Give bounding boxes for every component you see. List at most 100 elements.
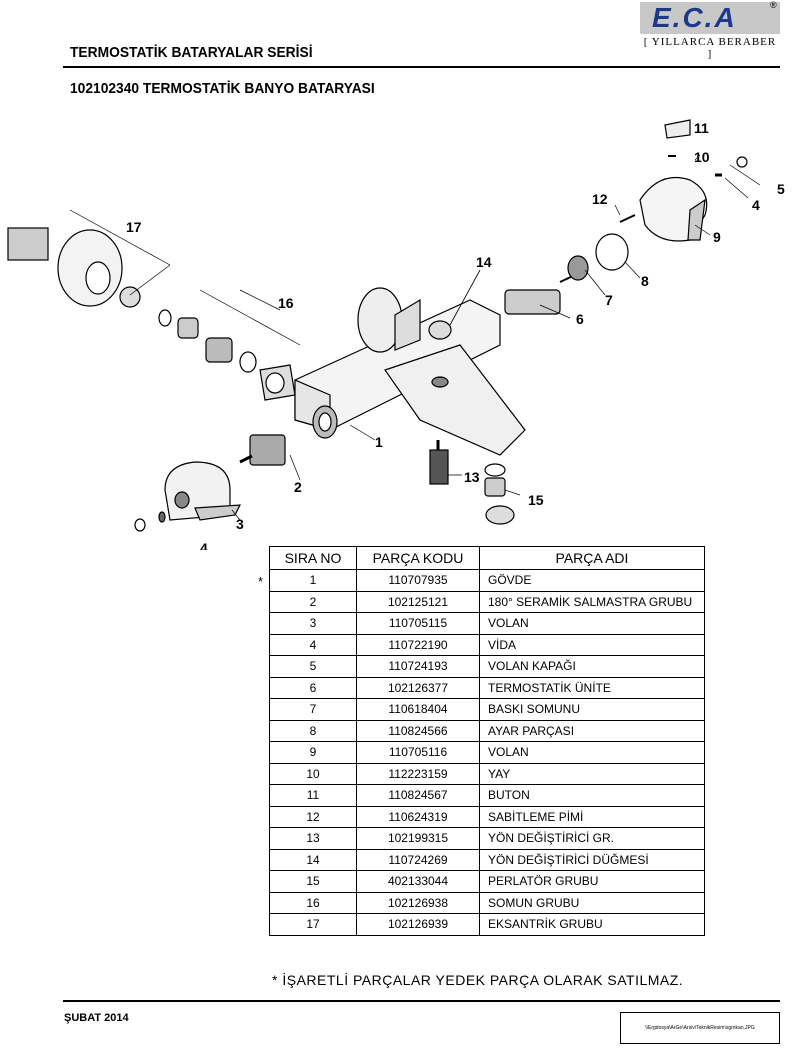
callout-5b: 5	[777, 181, 785, 197]
part-code: 110824567	[356, 784, 480, 807]
callout-15: 15	[528, 492, 544, 508]
part-code: 110624319	[356, 805, 480, 828]
part-name: 180° SERAMİK SALMASTRA GRUBU	[479, 590, 705, 613]
part-number: 11	[269, 784, 357, 807]
part-code: 110618404	[356, 698, 480, 721]
part-number: 13	[269, 827, 357, 850]
part-code: 110724193	[356, 655, 480, 678]
document-date: ŞUBAT 2014	[64, 1012, 129, 1024]
part-name: YAY	[479, 762, 705, 785]
part-name: BASKI SOMUNU	[479, 698, 705, 721]
part-number: 1	[269, 569, 357, 592]
callout-16: 16	[278, 295, 294, 311]
part-name: YÖN DEĞİŞTİRİCİ GR.	[479, 827, 705, 850]
part-name: BUTON	[479, 784, 705, 807]
part-number: 6	[269, 676, 357, 699]
logo-background	[640, 2, 780, 34]
part-name: TERMOSTATİK ÜNİTE	[479, 676, 705, 699]
part-number: 7	[269, 698, 357, 721]
part-number: 8	[269, 719, 357, 742]
callout-4a: 4	[200, 540, 208, 550]
part-code: 110722190	[356, 633, 480, 656]
brand-logo: E.C.A	[652, 2, 737, 33]
series-title: TERMOSTATİK BATARYALAR SERİSİ	[70, 44, 313, 61]
callout-4b: 4	[752, 197, 760, 213]
callout-8: 8	[641, 273, 649, 289]
file-path-box: \\Ergdosya\ArGe\Arsiv\TeknikResim\sgrnka…	[620, 1012, 780, 1044]
part-code: 110707935	[356, 569, 480, 592]
header-sira-no: SIRA NO	[269, 546, 357, 570]
part-number: 12	[269, 805, 357, 828]
table-header-row: SIRA NO PARÇA KODU PARÇA ADI	[269, 546, 705, 570]
callout-13: 13	[464, 469, 480, 485]
part-name: VOLAN	[479, 612, 705, 635]
part-code: 110705116	[356, 741, 480, 764]
callout-2: 2	[294, 479, 302, 495]
part-name: EKSANTRİK GRUBU	[479, 913, 705, 936]
product-title: 102102340 TERMOSTATİK BANYO BATARYASI	[70, 80, 375, 97]
header-divider	[63, 66, 780, 68]
callout-17: 17	[126, 219, 142, 235]
part-code: 110724269	[356, 848, 480, 871]
part-name: VİDA	[479, 633, 705, 656]
callout-3: 3	[236, 516, 244, 532]
part-name: PERLATÖR GRUBU	[479, 870, 705, 893]
part-name: SOMUN GRUBU	[479, 891, 705, 914]
part-code: 102126939	[356, 913, 480, 936]
part-number: 3	[269, 612, 357, 635]
callout-9: 9	[713, 229, 721, 245]
part-name: SABİTLEME PİMİ	[479, 805, 705, 828]
part-number: 4	[269, 633, 357, 656]
callout-14: 14	[476, 254, 492, 270]
part-number: 16	[269, 891, 357, 914]
callout-7: 7	[605, 292, 613, 308]
callout-12: 12	[592, 191, 608, 207]
part-name: AYAR PARÇASI	[479, 719, 705, 742]
part-number: 14	[269, 848, 357, 871]
spare-parts-note: * İŞARETLİ PARÇALAR YEDEK PARÇA OLARAK S…	[272, 972, 684, 988]
brand-tagline: [ YILLARCA BERABER ]	[643, 36, 777, 60]
part-code: 110824566	[356, 719, 480, 742]
part-number: 5	[269, 655, 357, 678]
footer-divider	[63, 1000, 780, 1002]
part-number: 10	[269, 762, 357, 785]
part-name: VOLAN	[479, 741, 705, 764]
part-code: 112223159	[356, 762, 480, 785]
header-parca-adi: PARÇA ADI	[479, 546, 705, 570]
callout-10: 10	[694, 149, 710, 165]
callout-1: 1	[375, 434, 383, 450]
part-name: YÖN DEĞİŞTİRİCİ DÜĞMESİ	[479, 848, 705, 871]
header-parca-kodu: PARÇA KODU	[356, 546, 480, 570]
part-code: 110705115	[356, 612, 480, 635]
exploded-parts-diagram: 1 2 3 4 5 6 7 8 9 10 11 12 13 14 15 16 1…	[7, 119, 785, 550]
part-number: 2	[269, 590, 357, 613]
non-spare-marker: *	[258, 574, 264, 589]
part-code: 102125121	[356, 590, 480, 613]
part-code: 402133044	[356, 870, 480, 893]
callout-6: 6	[576, 311, 584, 327]
part-code: 102126377	[356, 676, 480, 699]
registered-mark: ®	[770, 0, 777, 10]
part-number: 15	[269, 870, 357, 893]
part-code: 102126938	[356, 891, 480, 914]
part-code: 102199315	[356, 827, 480, 850]
part-number: 17	[269, 913, 357, 936]
callout-11: 11	[694, 120, 709, 136]
part-number: 9	[269, 741, 357, 764]
